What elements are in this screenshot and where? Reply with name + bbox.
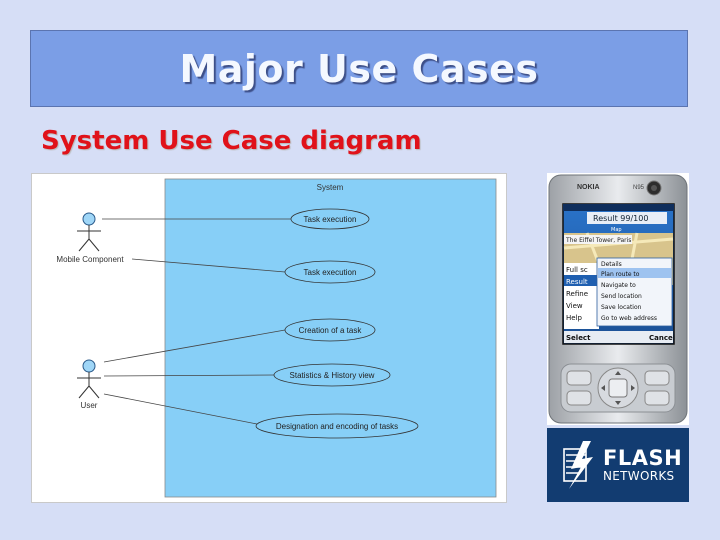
logo-networks-text: NETWORKS (603, 469, 675, 483)
actor-mobile-component: Mobile Component (56, 212, 124, 264)
actor-label: User (81, 401, 98, 410)
slide-title: Major Use Cases (179, 46, 539, 91)
use-case-designation-encoding: Designation and encoding of tasks (255, 413, 419, 439)
list-item: Help (566, 314, 583, 322)
result-text: Result 99/100 (593, 214, 648, 223)
logo-flash-text: FLASH (603, 446, 683, 470)
slide-subtitle: System Use Case diagram (41, 126, 422, 156)
use-case-task-execution-1: Task execution (290, 208, 370, 230)
phone-model: N95 (633, 185, 645, 191)
actor-label: Mobile Component (56, 255, 124, 264)
left-softkey: Select (566, 334, 591, 342)
system-label: System (317, 183, 344, 192)
list-item: Refine (566, 290, 588, 298)
phone-brand: NOKIA (577, 184, 600, 191)
flash-networks-logo: FLASH NETWORKS (547, 428, 689, 502)
use-case-statistics-history: Statistics & History view (273, 363, 391, 387)
menu-item: Send location (601, 293, 642, 300)
menu-item: Navigate to (601, 282, 636, 289)
actor-user: User (77, 359, 101, 410)
association-line (131, 258, 286, 273)
use-case-diagram: System Mobile Component User Ta (31, 173, 507, 503)
use-case-label: Designation and encoding of tasks (276, 422, 398, 431)
association-line (103, 393, 258, 425)
use-case-label: Statistics & History view (290, 371, 375, 380)
menu-item: Details (601, 261, 622, 268)
use-case-creation-of-task: Creation of a task (284, 318, 376, 342)
association-line (103, 329, 286, 363)
list-item: Full sc (566, 266, 588, 274)
list-item: View (566, 302, 583, 310)
menu-item: Save location (601, 304, 642, 311)
use-case-label: Creation of a task (299, 326, 363, 335)
association-line (103, 374, 275, 377)
flash-logo-icon (563, 441, 593, 489)
menu-item: Go to web address (601, 315, 657, 322)
menu-item: Plan route to (601, 271, 640, 278)
phone-image: NOKIA N95 Result 99/100 Map The Eiffel T… (547, 173, 689, 425)
list-item: Result (566, 278, 588, 286)
place-label: The Eiffel Tower, Paris (565, 237, 631, 244)
use-case-task-execution-2: Task execution (284, 260, 376, 284)
slide-title-box: Major Use Cases (30, 30, 688, 107)
use-case-label: Task execution (304, 215, 357, 224)
map-label: Map (611, 227, 622, 233)
use-case-label: Task execution (304, 268, 357, 277)
right-softkey: Cancel (649, 334, 675, 342)
